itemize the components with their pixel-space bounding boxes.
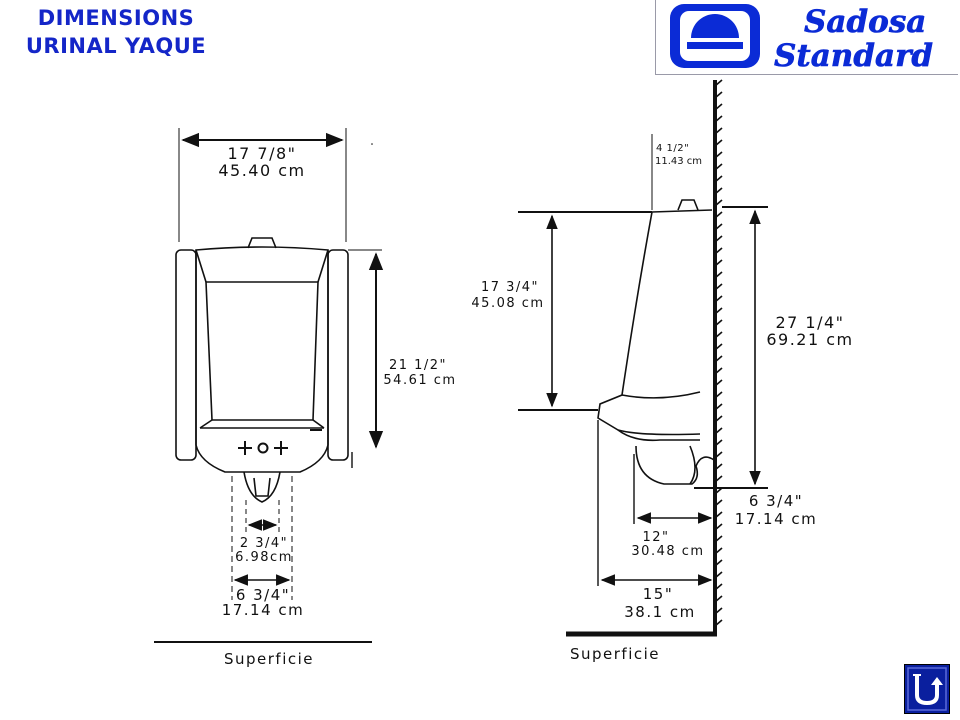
side-bottom-offset-in: 6 3/4": [749, 492, 803, 510]
side-bottom-offset-cm: 17.14 cm: [735, 510, 818, 528]
side-bowl-height-cm: 45.08 cm: [471, 296, 544, 311]
side-view-labels: 4 1/2" 11.43 cm 17 3/4" 45.08 cm 27 1/4"…: [471, 143, 853, 663]
front-outlet-in: 2 3/4": [240, 536, 288, 551]
front-height-cm: 54.61 cm: [383, 373, 456, 388]
brand-logo-graphic: Sadosa Standard: [670, 4, 933, 74]
brand-name-line-1: Sadosa: [804, 4, 926, 40]
side-inner-depth-in: 12": [642, 530, 669, 545]
rim-symbols: [238, 429, 322, 455]
title-line-1: DIMENSIONS: [37, 6, 195, 30]
side-inner-depth-cm: 30.48 cm: [631, 544, 704, 559]
front-height-in: 21 1/2": [389, 358, 447, 373]
sadosa-emblem-icon: [670, 4, 760, 68]
side-total-height-cm: 69.21 cm: [766, 330, 853, 349]
side-wall-offset-in: 4 1/2": [656, 143, 689, 154]
front-width-in: 17 7/8": [227, 144, 296, 163]
front-view: [154, 128, 384, 643]
side-total-height-in: 27 1/4": [775, 313, 844, 332]
side-bowl-height-in: 17 3/4": [481, 280, 539, 295]
page-title: DIMENSIONS URINAL YAQUE: [0, 4, 232, 60]
side-outer-depth-in: 15": [643, 585, 674, 603]
front-outlet-floor-in: 6 3/4": [236, 586, 290, 604]
brand-name-line-2: Standard: [774, 38, 933, 74]
brand-logo: Sadosa Standard: [655, 0, 958, 75]
side-view: [518, 79, 768, 637]
front-floor-label: Superficie: [224, 650, 314, 668]
back-button[interactable]: [904, 664, 950, 714]
front-view-labels: 17 7/8" 45.40 cm 21 1/2" 54.61 cm 2 3/4"…: [218, 144, 456, 668]
side-wall-offset-cm: 11.43 cm: [655, 156, 702, 167]
front-outlet-floor-cm: 17.14 cm: [222, 601, 305, 619]
front-outlet-cm: 6.98cm: [235, 550, 293, 565]
side-outer-depth-cm: 38.1 cm: [624, 603, 696, 621]
u-turn-arrow-icon: [907, 667, 947, 711]
side-floor-label: Superficie: [570, 645, 660, 663]
title-line-2: URINAL YAQUE: [25, 34, 207, 58]
front-width-cm: 45.40 cm: [218, 161, 305, 180]
